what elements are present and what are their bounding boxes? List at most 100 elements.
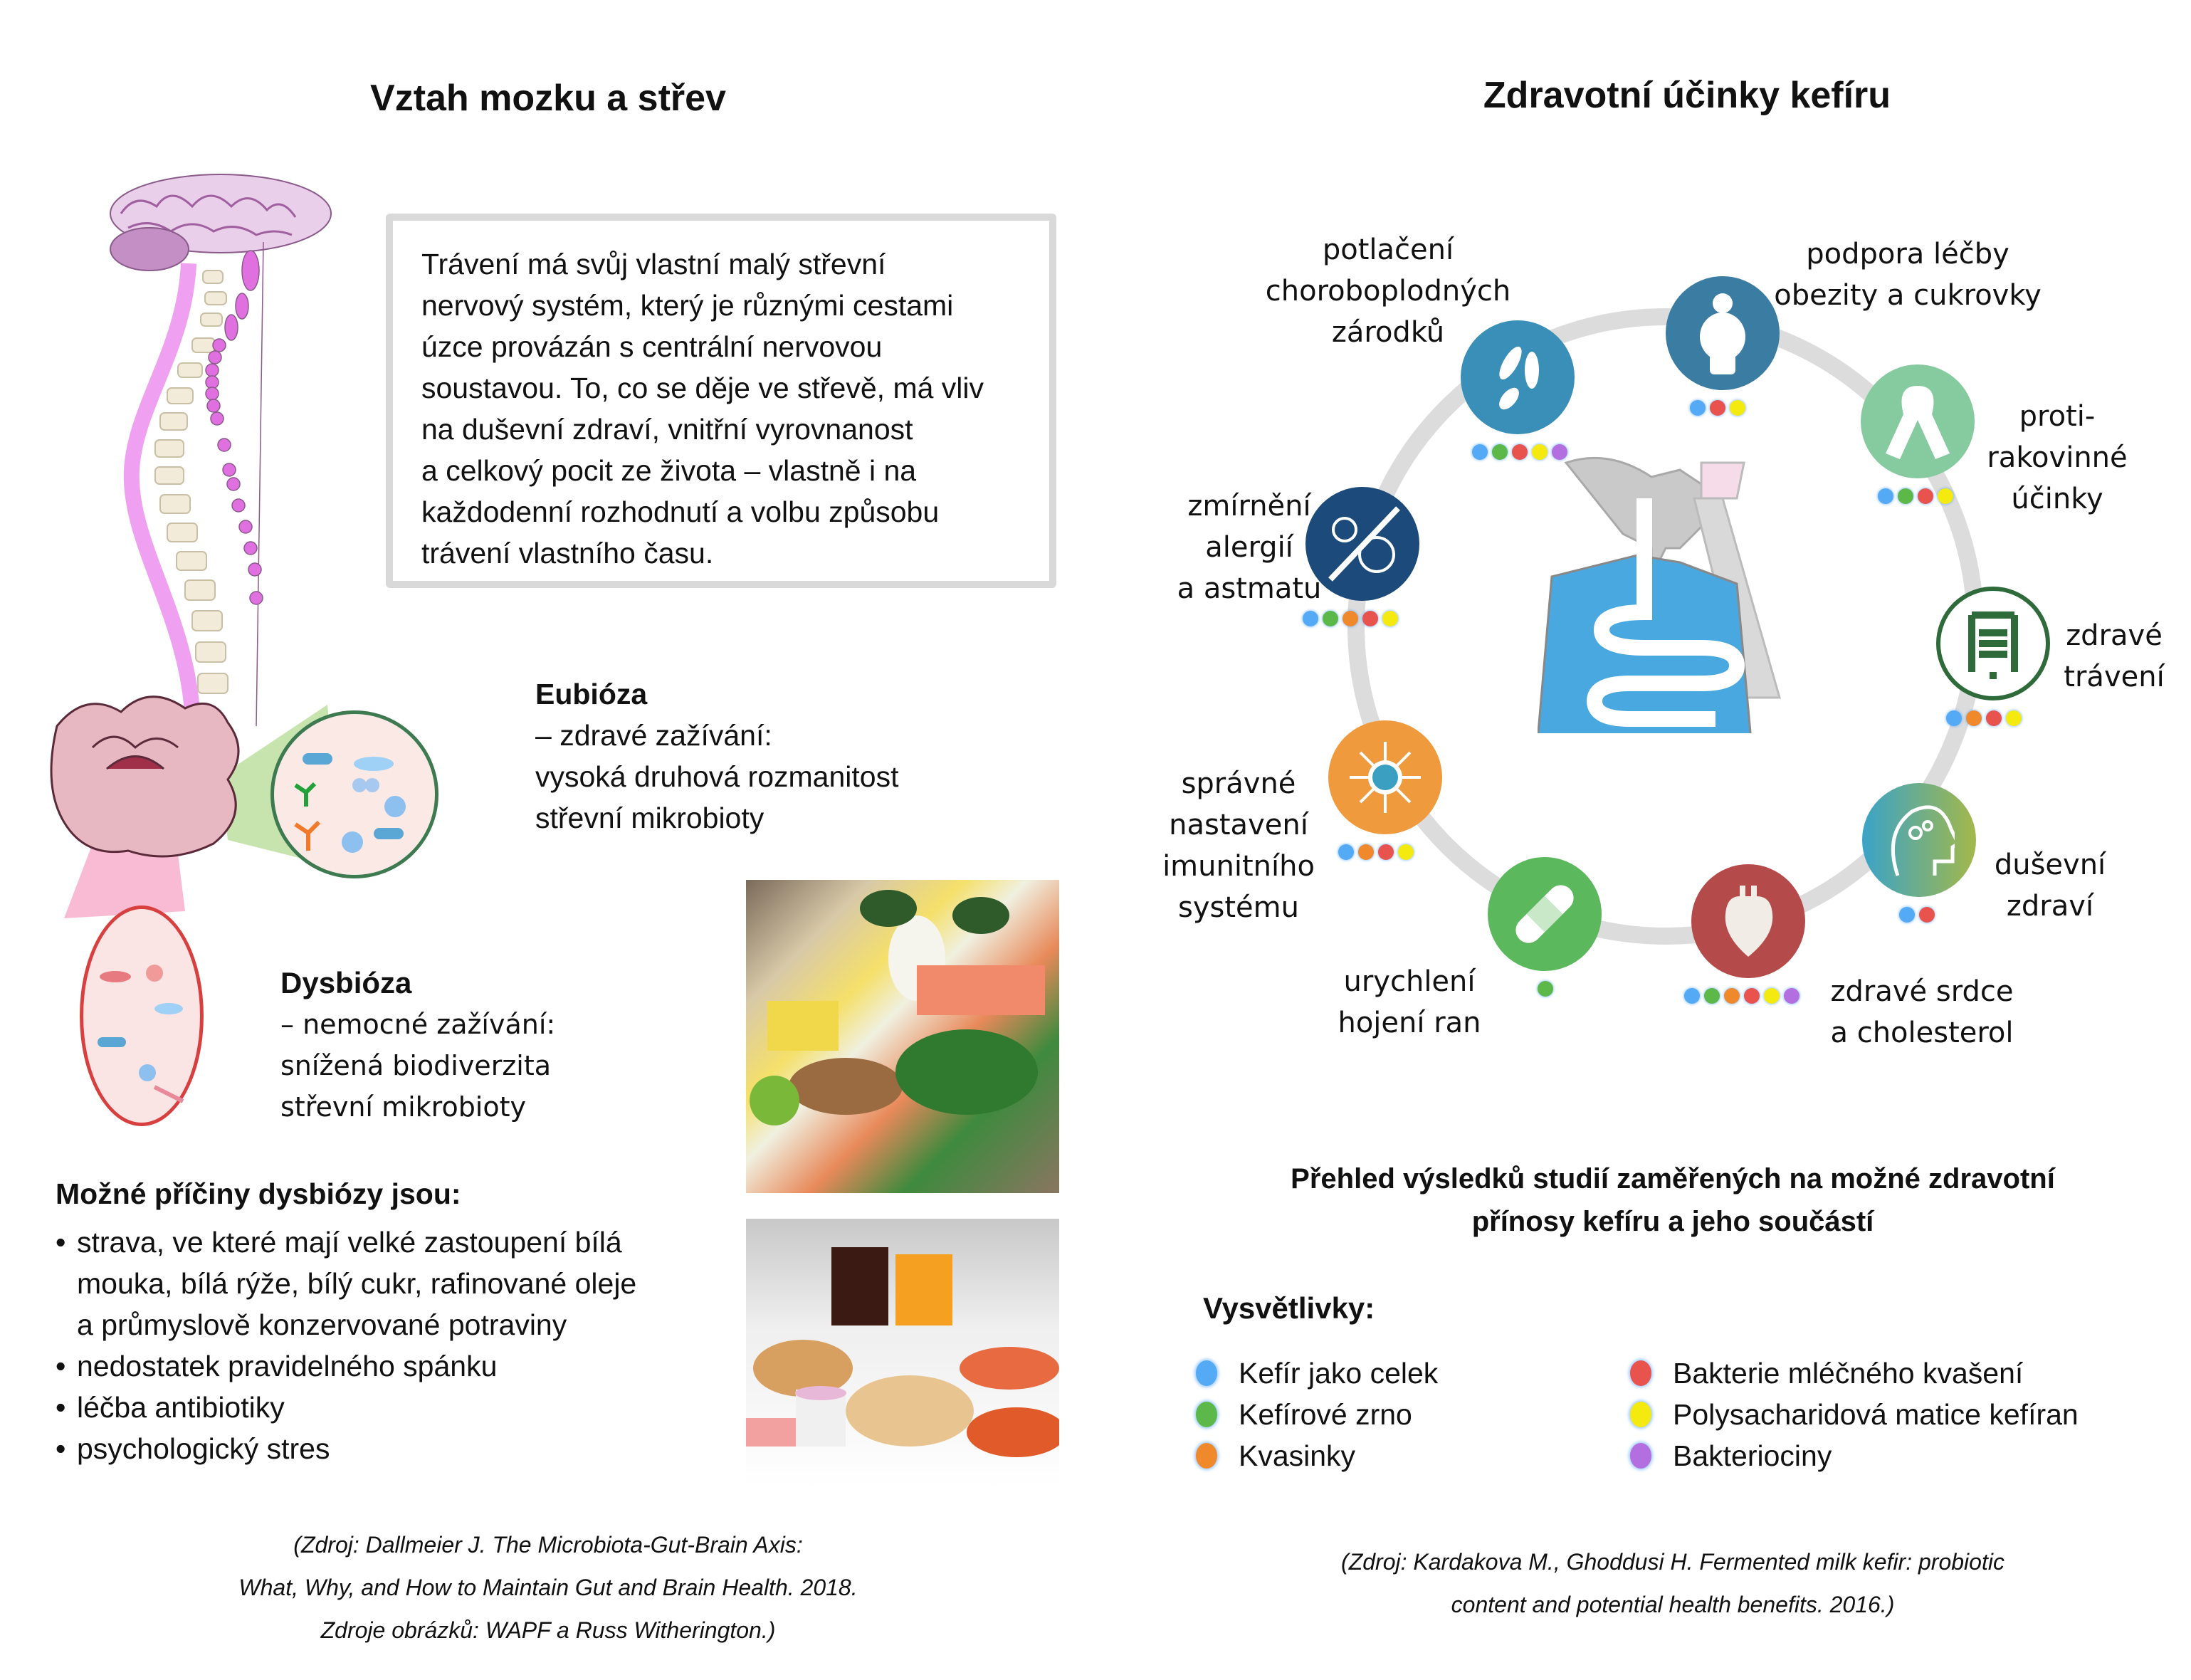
causes-list: strava, ve které mají velké zastoupení b…: [56, 1222, 696, 1469]
component-dot-grain: [1492, 444, 1508, 460]
eubiosis-line-3: střevní mikrobioty: [535, 802, 765, 834]
benefit-dots: [1878, 488, 1975, 504]
cause-item: léčba antibiotiky: [56, 1387, 696, 1428]
legend-item-kefir: Kefír jako celek: [1196, 1353, 1438, 1394]
legend-dot-icon: [1630, 1402, 1651, 1427]
eubiosis-heading: Eubióza: [535, 678, 648, 710]
bacteria-icon: [1461, 320, 1575, 434]
benefit-cancer: [1861, 364, 1975, 504]
component-dot-yeast: [1358, 844, 1374, 860]
intestines-icon: [50, 695, 240, 858]
benefit-label-digestion: zdravé trávení: [2064, 619, 2165, 693]
heart-icon: [1691, 864, 1805, 978]
benefit-label-mental: duševní zdraví: [1994, 849, 2106, 923]
spinal-cord: [123, 263, 200, 713]
causes-heading: Možné příčiny dysbiózy jsou:: [56, 1177, 461, 1210]
cause-item: strava, ve které mají velké zastoupení b…: [56, 1222, 696, 1345]
dysbiosis-text: Dysbióza – nemocné zažívání: snížená bio…: [280, 962, 555, 1128]
component-dot-grain: [1704, 988, 1720, 1004]
eubiosis-line-1: – zdravé zažívání:: [535, 719, 772, 752]
benefit-dots: [1303, 611, 1419, 626]
benefit-dots: [1472, 444, 1575, 460]
legend-label: Bakteriociny: [1673, 1439, 1832, 1472]
allergen-crossed-icon: [1305, 487, 1419, 601]
benefit-dots: [1684, 988, 1805, 1004]
right-title: Zdravotní účinky kefíru: [1483, 75, 1891, 116]
component-dot-grain: [1898, 488, 1913, 504]
eubiosis-text: Eubióza – zdravé zažívání: vysoká druhov…: [535, 673, 898, 839]
benefit-label-immunity: správné nastavení imunitního systému: [1162, 767, 1315, 924]
left-title: Vztah mozku a střev: [370, 78, 726, 119]
benefit-dots: [1690, 400, 1780, 416]
legend-item-grain: Kefírové zrno: [1196, 1394, 1438, 1435]
bandage-icon: [1488, 857, 1602, 971]
component-dot-kefir: [1878, 488, 1893, 504]
dysbiosis-line-2: snížená biodiverzita: [280, 1050, 551, 1081]
info-text: Trávení má svůj vlastní malý střevní ner…: [421, 248, 984, 569]
dysbiosis-heading: Dysbióza: [280, 966, 412, 999]
intestines-icon: [1936, 587, 2050, 700]
legend-item-bacteriocins: Bakteriociny: [1630, 1435, 2079, 1476]
component-dot-grain: [1538, 981, 1553, 997]
legend-item-yeast: Kvasinky: [1196, 1435, 1438, 1476]
benefit-label-pathogens: potlačení choroboplodných zárodků: [1265, 233, 1511, 349]
eubiosis-line-2: vysoká druhová rozmanitost: [535, 760, 899, 793]
component-dot-kefiran: [1938, 488, 1953, 504]
component-dot-bacteriocins: [1552, 444, 1567, 460]
component-dot-lab: [1362, 611, 1378, 626]
legend-label: Bakterie mléčného kvašení: [1673, 1356, 2024, 1390]
component-dot-kefiran: [1532, 444, 1548, 460]
legend-item-lab: Bakterie mléčného kvašení: [1630, 1353, 2079, 1394]
benefit-label-cancer: proti- rakovinné účinky: [1987, 400, 2128, 515]
component-dot-lab: [1512, 444, 1528, 460]
component-dot-kefiran: [1382, 611, 1398, 626]
overview-title-line-1: Přehled výsledků studií zaměřených na mo…: [1291, 1163, 2055, 1195]
component-dot-lab: [1986, 710, 2002, 726]
eubiosis-microbiota-circle: [270, 710, 438, 878]
legend-title: Vysvětlivky:: [1203, 1291, 1375, 1325]
head-gears-icon: [1862, 783, 1976, 897]
benefit-label-allergy: zmírnění alergií a astmatu: [1177, 490, 1322, 605]
legend-label: Kefírové zrno: [1239, 1397, 1412, 1431]
benefit-digestion: [1936, 587, 2050, 726]
legend-dot-icon: [1630, 1443, 1651, 1469]
legend-dot-icon: [1196, 1443, 1217, 1469]
legend-label: Kefír jako celek: [1239, 1356, 1439, 1390]
component-dot-yeast: [1724, 988, 1740, 1004]
component-dot-kefir: [1338, 844, 1354, 860]
legend-dot-icon: [1196, 1360, 1217, 1386]
legend-item-kefiran: Polysacharidová matice kefíran: [1630, 1394, 2079, 1435]
immune-cell-icon: [1328, 720, 1442, 834]
benefit-dots: [1538, 981, 1602, 997]
dysbiosis-microbiota-circle: [80, 905, 204, 1126]
benefit-immunity: [1328, 720, 1442, 860]
person-drinking-kefir-illustration: [1538, 456, 1781, 733]
benefit-obesity: [1666, 276, 1780, 416]
overview-title: Přehled výsledků studií zaměřených na mo…: [1210, 1157, 2135, 1243]
processed-food-illustration: [746, 1247, 1059, 1457]
obese-person-icon: [1666, 276, 1780, 390]
component-dot-lab: [1710, 400, 1725, 416]
component-dot-lab: [1378, 844, 1394, 860]
left-source: (Zdroj: Dallmeier J. The Microbiota-Gut-…: [238, 1532, 858, 1643]
vertebrae: [154, 270, 228, 694]
component-dot-kefiran: [1730, 400, 1745, 416]
component-dot-lab: [1744, 988, 1760, 1004]
benefit-heart: [1684, 864, 1805, 1004]
component-dot-kefir: [1303, 611, 1318, 626]
benefit-dots: [1899, 907, 1976, 923]
processed-food-photo: [746, 1219, 1059, 1489]
legend-label: Kvasinky: [1239, 1439, 1356, 1472]
healthy-food-illustration: [750, 890, 1045, 1125]
brain-spine-illustration: [110, 174, 332, 726]
dysbiosis-line-1: – nemocné zažívání:: [280, 1009, 556, 1040]
sympathetic-chain: [205, 241, 264, 726]
cause-item: psychologický stres: [56, 1428, 696, 1469]
component-dot-kefir: [1946, 710, 1962, 726]
benefit-mental: [1862, 783, 1976, 923]
reduced-bacteria-icon: [98, 965, 184, 1103]
legend-label: Polysacharidová matice kefíran: [1673, 1397, 2079, 1431]
right-source: (Zdroj: Kardakova M., Ghoddusi H. Fermen…: [1341, 1549, 2005, 1617]
legend-dot-icon: [1630, 1360, 1651, 1386]
